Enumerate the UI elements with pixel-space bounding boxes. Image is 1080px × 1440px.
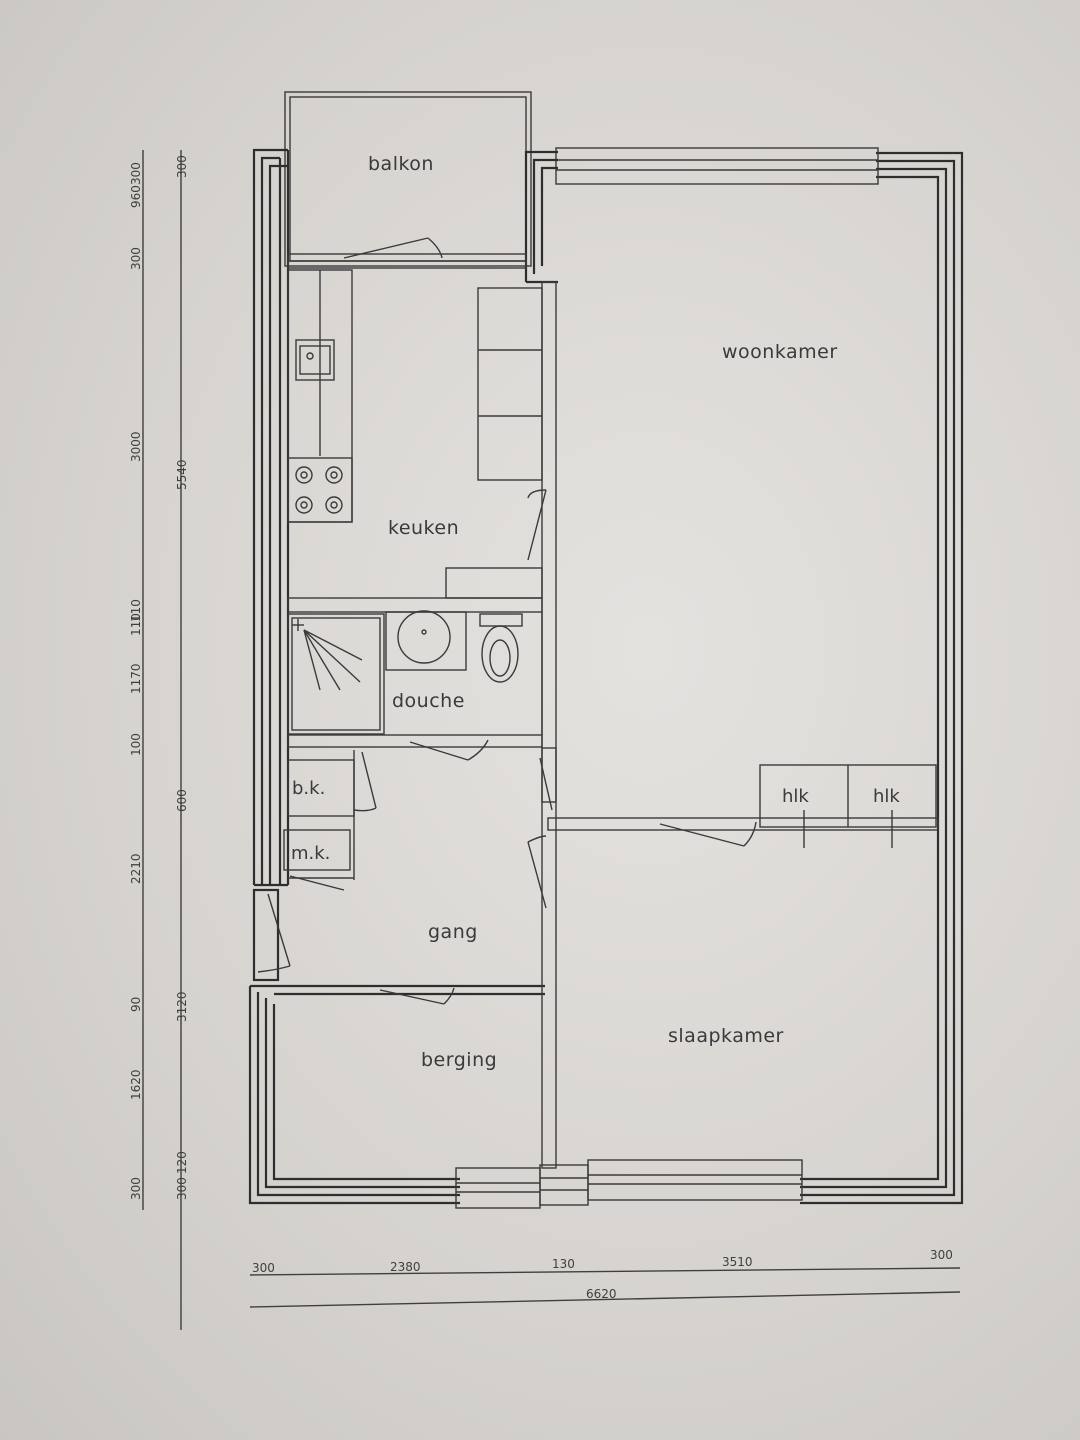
door-swings xyxy=(257,237,757,1005)
label-balkon: balkon xyxy=(368,153,434,175)
label-slaapkamer: slaapkamer xyxy=(668,1025,784,1047)
dim-bottom-0: 300 xyxy=(252,1261,275,1275)
dim-bottom-1: 2380 xyxy=(390,1260,421,1274)
dim-bottom-3: 3510 xyxy=(722,1255,753,1269)
label-berging: berging xyxy=(421,1049,497,1071)
dim-left-outer-10: 1620 xyxy=(129,1069,143,1100)
hlk-closets xyxy=(759,764,937,848)
dim-left-outer-4: 110 xyxy=(129,613,143,636)
dim-left-outer-11: 300 xyxy=(129,1177,143,1200)
dim-left-outer-2: 300 xyxy=(129,247,143,270)
dim-left-inner-3: 3120 xyxy=(175,991,189,1022)
dim-left-inner-1: 5540 xyxy=(175,459,189,490)
dim-left-outer-9: 90 xyxy=(129,997,143,1012)
balcony xyxy=(284,91,532,267)
dimension-lines xyxy=(142,150,961,1330)
label-keuken: keuken xyxy=(388,517,459,539)
dim-bottom-total: 6620 xyxy=(586,1287,617,1301)
interior-walls xyxy=(287,253,939,1169)
label-hlk-1: hlk xyxy=(782,786,809,807)
dim-bottom-4: 300 xyxy=(930,1248,953,1262)
dim-left-outer-0: 300 xyxy=(129,162,143,185)
dim-left-outer-8: 2210 xyxy=(129,853,143,884)
bathroom-fixtures xyxy=(287,610,523,735)
dim-left-outer-5: 1170 xyxy=(129,663,143,694)
kitchen-fixtures xyxy=(287,269,543,599)
dim-left-outer-7: 100 xyxy=(129,733,143,756)
dim-left-outer-1: 960 xyxy=(129,185,143,208)
dim-bottom-2: 130 xyxy=(552,1257,575,1271)
label-bk: b.k. xyxy=(292,778,325,799)
label-douche: douche xyxy=(392,690,465,712)
dim-left-outer-3: 3000 xyxy=(129,431,143,462)
dim-left-inner-5: 120 xyxy=(175,1151,189,1174)
dim-left-inner-2: 600 xyxy=(175,789,189,812)
label-mk: m.k. xyxy=(291,843,330,864)
label-woonkamer: woonkamer xyxy=(722,341,838,363)
dim-left-inner-0: 300 xyxy=(175,155,189,178)
label-gang: gang xyxy=(428,921,478,943)
label-hlk-2: hlk xyxy=(873,786,900,807)
dim-left-outer-6: 110 xyxy=(129,599,143,622)
dim-left-inner-4: 300 xyxy=(175,1177,189,1200)
outer-walls xyxy=(248,147,964,1209)
